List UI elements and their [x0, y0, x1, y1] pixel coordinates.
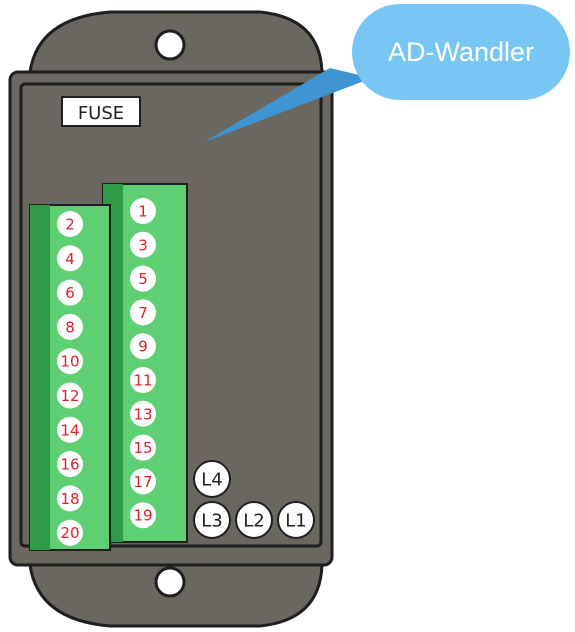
terminal-screw: [57, 485, 83, 512]
terminal-screw: [130, 198, 156, 224]
terminal-pin: 5: [130, 265, 156, 292]
led-label: L1: [285, 511, 306, 532]
terminal-pin: 3: [130, 231, 156, 258]
fuse-label-box: FUSE: [61, 96, 141, 127]
terminal-screw: [130, 367, 156, 393]
terminal-pin: 11: [130, 367, 156, 393]
fuse-label: FUSE: [78, 103, 124, 124]
terminal-screw: [57, 416, 83, 443]
terminal-pin-number: 4: [65, 250, 75, 268]
terminal-pin-number: 15: [133, 439, 152, 457]
terminal-screw: [130, 468, 156, 495]
terminal-screw: [130, 434, 156, 461]
callout-text: AD-Wandler: [388, 37, 534, 67]
terminal-pin: 12: [57, 382, 83, 409]
terminal-pin-number: 13: [133, 405, 152, 423]
terminal-pin-number: 10: [60, 353, 79, 371]
terminal-pin-number: 19: [133, 507, 152, 525]
terminal-screw: [130, 333, 156, 360]
terminal-pin-number: 18: [60, 490, 79, 508]
terminal-pin-number: 7: [138, 304, 148, 322]
led-label: L4: [201, 470, 222, 491]
led-indicator: L2: [235, 501, 273, 539]
led-circle: [277, 501, 315, 539]
led-circle: [193, 501, 231, 539]
terminal-screw: [130, 265, 156, 292]
terminal-pin: 20: [57, 519, 83, 546]
terminal-screw: [130, 231, 156, 258]
terminal-pin: 18: [57, 485, 83, 512]
terminal-pin-number: 20: [60, 524, 79, 542]
terminal-pin: 6: [57, 279, 83, 306]
terminal-pin: 7: [130, 299, 156, 326]
terminal-pin-number: 9: [138, 338, 148, 356]
terminal-pin-number: 11: [133, 372, 152, 390]
terminal-pin: 13: [130, 400, 156, 427]
terminal-pin-number: 17: [133, 473, 152, 491]
callout: AD-Wandler: [204, 4, 570, 142]
top-mounting-hole: [154, 29, 186, 61]
terminal-pin: 16: [57, 451, 83, 478]
callout-pointer: [204, 68, 372, 142]
terminal-pin-number: 12: [60, 387, 79, 405]
led-label: L2: [243, 511, 264, 532]
terminal-pin: 17: [130, 468, 156, 495]
terminal-screw: [57, 279, 83, 306]
terminal-screw: [57, 211, 83, 237]
terminal-screw: [57, 348, 83, 375]
terminal-pin: 4: [57, 245, 83, 272]
terminal-pin-number: 5: [138, 270, 148, 288]
terminal-pin-number: 14: [60, 421, 79, 439]
terminal-screw: [57, 519, 83, 546]
terminal-pin: 14: [57, 416, 83, 443]
led-circle: [193, 460, 231, 498]
terminal-screw: [130, 400, 156, 427]
terminal-block-left-shadow: [30, 205, 50, 550]
terminal-pin-number: 6: [65, 284, 75, 302]
terminal-pin-number: 16: [60, 456, 79, 474]
terminal-pin: 1: [130, 198, 156, 224]
terminal-pin-number: 3: [138, 236, 148, 254]
terminal-pin: 2: [57, 211, 83, 237]
terminal-pin-number: 2: [65, 216, 75, 234]
terminal-pin-number: 8: [65, 318, 75, 336]
terminal-screw: [57, 245, 83, 272]
terminal-pin: 10: [57, 348, 83, 375]
terminal-pin: 15: [130, 434, 156, 461]
callout-bubble: [352, 4, 570, 100]
terminal-screw: [57, 451, 83, 478]
terminal-pin: 8: [57, 313, 83, 340]
terminal-screw: [57, 382, 83, 409]
led-indicator: L4: [193, 460, 231, 498]
bottom-mounting-hole: [154, 566, 186, 598]
terminal-pins-left: 2 4 6 8 10 12 14 16 18 20: [57, 211, 83, 546]
led-indicator: L1: [277, 501, 315, 539]
led-indicator: L3: [193, 501, 231, 539]
terminal-pin-number: 1: [138, 203, 148, 221]
terminal-screw: [130, 299, 156, 326]
led-circle: [235, 501, 273, 539]
terminal-pin: 19: [130, 502, 156, 529]
led-label: L3: [201, 511, 222, 532]
terminal-pin: 9: [130, 333, 156, 360]
terminal-screw: [130, 502, 156, 529]
terminal-screw: [57, 313, 83, 340]
